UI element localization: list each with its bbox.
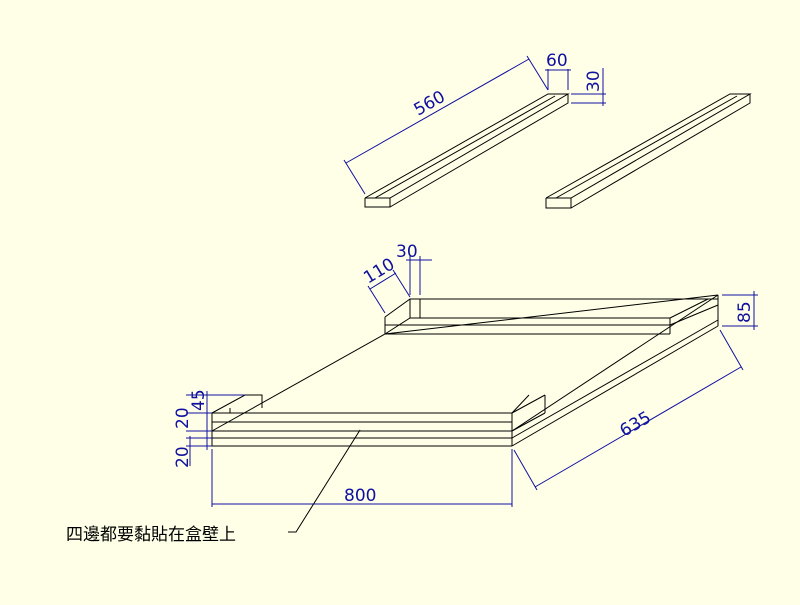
- glue-note: 四邊都要黏貼在盒壁上: [66, 525, 236, 545]
- dim-rail-width: 60: [546, 51, 568, 71]
- dim-back-rim-thickness: 30: [396, 242, 418, 262]
- rail-right: [545, 93, 752, 209]
- box-base: [211, 294, 719, 447]
- rail-dimension-lines: [343, 55, 606, 195]
- box-dimension-lines: [186, 256, 758, 507]
- dim-front-rim-height: 45: [189, 389, 209, 411]
- dim-box-width: 800: [344, 486, 376, 506]
- dim-base-layer: 20: [173, 446, 193, 468]
- dim-rim-layer: 20: [173, 407, 193, 429]
- rail-left: [364, 93, 570, 208]
- dim-rail-height: 30: [584, 70, 604, 92]
- dim-box-height: 85: [735, 301, 755, 323]
- note-leader: [288, 429, 361, 533]
